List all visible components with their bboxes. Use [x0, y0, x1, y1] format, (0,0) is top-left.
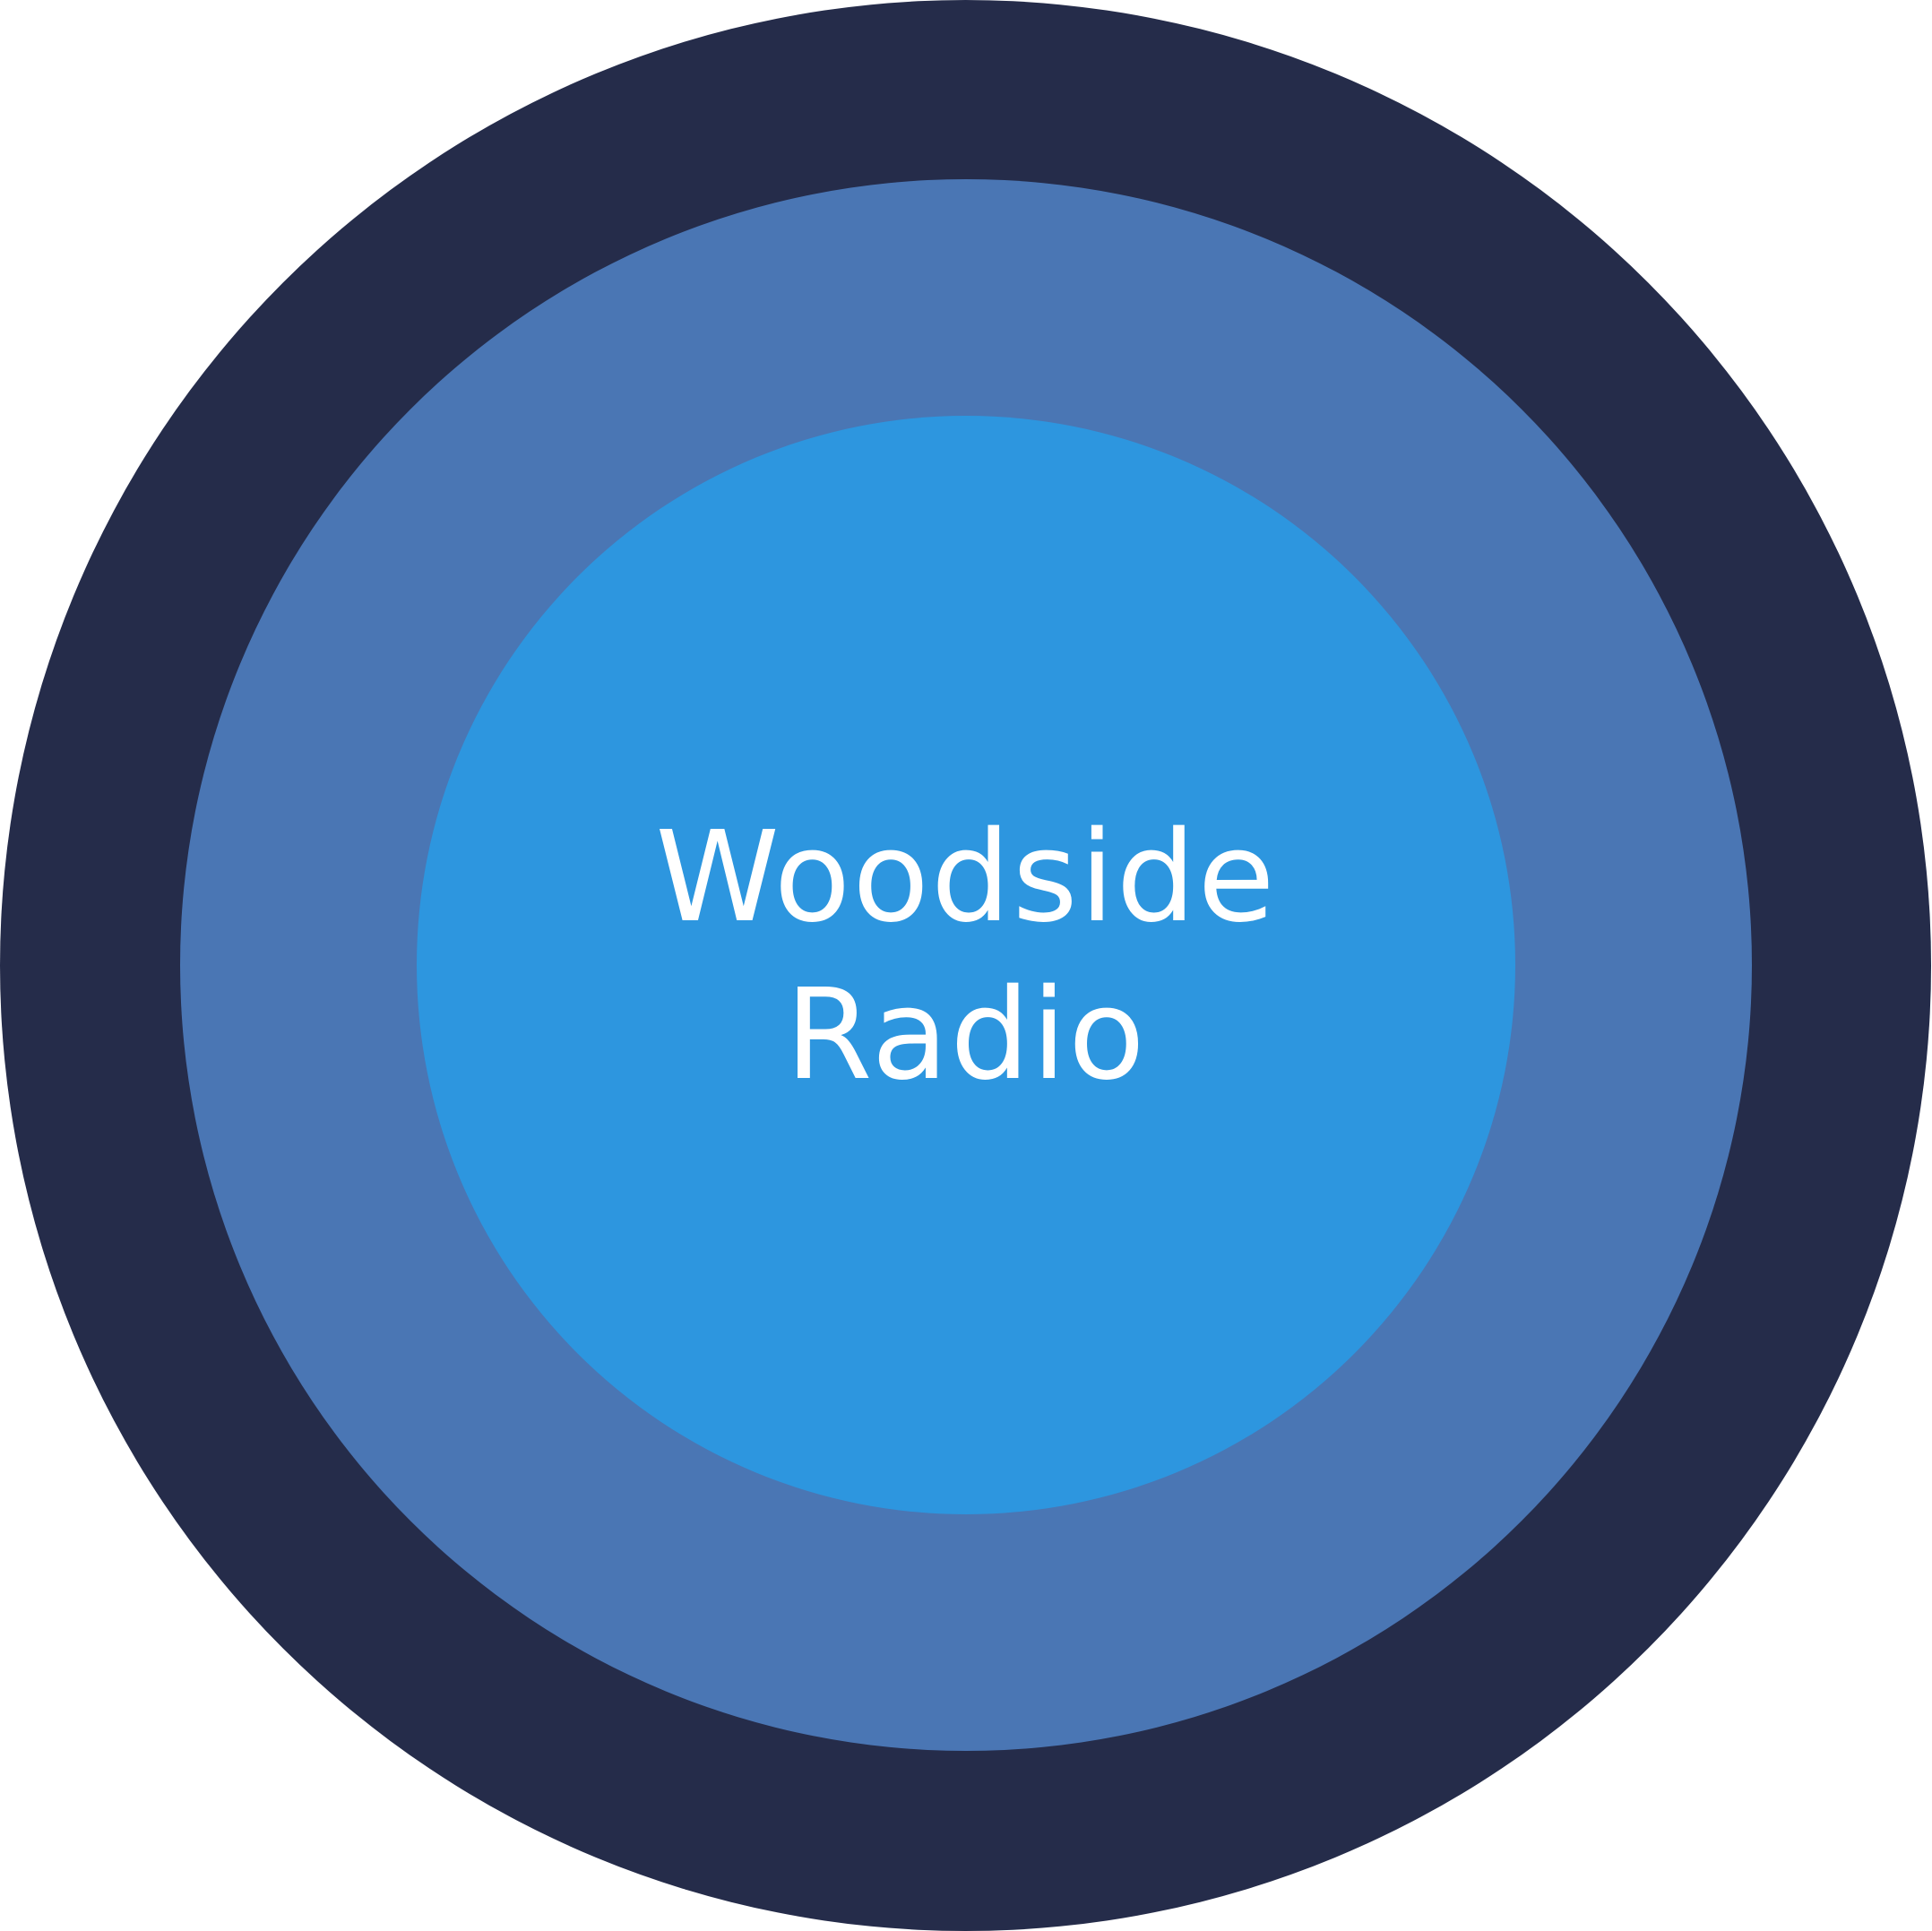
- logo-inner-circle: [417, 416, 1515, 1514]
- logo-text-line-2: Radio: [785, 962, 1147, 1108]
- logo-text-line-1: Woodside: [655, 805, 1277, 951]
